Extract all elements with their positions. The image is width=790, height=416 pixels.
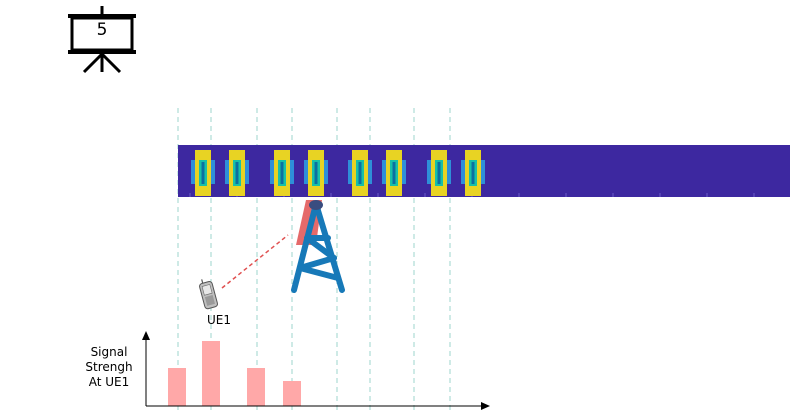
signal-bar — [283, 381, 301, 406]
slide-number: 5 — [96, 20, 108, 40]
y-axis-label-line: Strengh — [85, 360, 133, 374]
signal-bar — [247, 368, 265, 406]
antenna-element — [304, 150, 328, 196]
signal-bar — [168, 368, 186, 406]
signal-strength-chart — [142, 331, 490, 410]
antenna-element — [382, 150, 406, 196]
antenna-element — [225, 150, 249, 196]
signal-beam — [221, 234, 289, 289]
presentation-board-icon — [68, 6, 136, 74]
panel-tick-marks — [189, 193, 755, 197]
signal-bar — [202, 341, 220, 406]
antenna-element — [191, 150, 215, 196]
y-axis-label-line: Signal — [90, 345, 128, 359]
mobile-phone-icon — [199, 279, 218, 310]
antenna-element — [461, 150, 485, 196]
antenna-element — [348, 150, 372, 196]
y-axis-label-line: At UE1 — [88, 375, 130, 389]
y-axis — [142, 331, 150, 406]
antenna-panel-icon — [191, 150, 485, 196]
signal-bars — [168, 341, 301, 406]
x-axis — [146, 402, 490, 410]
y-axis-label: Signal Strengh At UE1 — [74, 345, 144, 390]
antenna-element — [270, 150, 294, 196]
ue-label: UE1 — [207, 313, 231, 327]
antenna-element — [427, 150, 451, 196]
cell-tower-icon — [291, 200, 345, 293]
